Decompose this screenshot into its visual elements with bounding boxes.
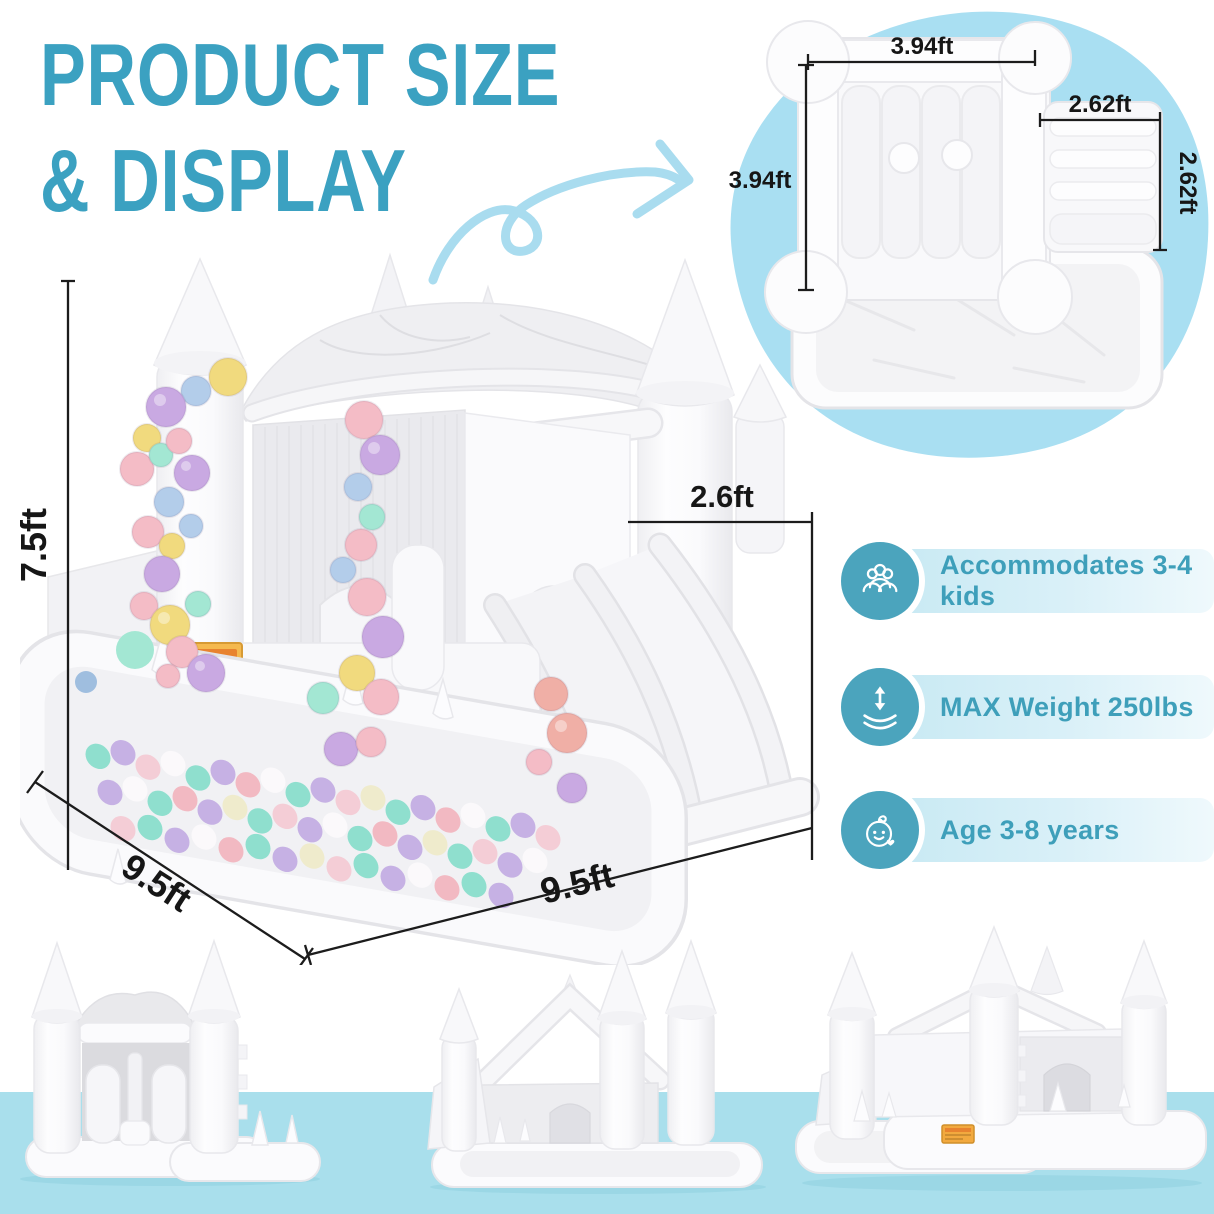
curly-arrow-icon (428, 139, 694, 285)
warning-label-small (941, 1124, 975, 1144)
feature-max-weight: MAX Weight 250lbs (841, 668, 1214, 746)
top-view-slide-width-label: 2.62ft (1069, 91, 1132, 118)
feature-max-weight-label: MAX Weight 250lbs (940, 691, 1194, 722)
feature-age-range-label: Age 3-8 years (940, 814, 1120, 845)
bottom-view-front (20, 938, 321, 1186)
top-view-illustration (764, 20, 1164, 410)
top-view-depth-label: 3.94ft (729, 167, 792, 194)
page-title-line1: PRODUCT SIZE (40, 25, 561, 124)
max-weight-icon (841, 668, 919, 746)
balloon-garland (119, 357, 588, 804)
feature-capacity-band: Accommodates 3-4 kids (880, 549, 1214, 613)
feature-age-range: Age 3-8 years (841, 791, 1214, 869)
page-title: PRODUCT SIZE & DISPLAY (40, 22, 560, 234)
bounce-castle-illustration: 7.5ft 9.5ft 9.5ft 2.6ft (20, 252, 820, 965)
feature-max-weight-band: MAX Weight 250lbs (880, 675, 1214, 739)
main-height-label: 7.5ft (20, 508, 54, 582)
main-product-illustration: 7.5ft 9.5ft 9.5ft 2.6ft (20, 252, 820, 965)
feature-age-range-band: Age 3-8 years (880, 798, 1214, 862)
top-view-dimensions: 3.94ft 3.94ft 2.62ft 2.62ft (729, 33, 1201, 292)
ball-pit (20, 626, 688, 965)
pit-balls (85, 740, 561, 909)
feature-capacity-label: Accommodates 3-4 kids (940, 550, 1193, 611)
top-view-width-label: 3.94ft (891, 33, 954, 60)
baby-face-icon (841, 791, 919, 869)
feature-capacity: Accommodates 3-4 kids (841, 542, 1214, 620)
bottom-view-rear (427, 938, 766, 1194)
main-slide-height-label: 2.6ft (690, 479, 754, 514)
page-title-line2: & DISPLAY (40, 131, 407, 230)
top-view-inset: 3.94ft 3.94ft 2.62ft 2.62ft (729, 11, 1209, 458)
kids-group-icon (841, 542, 919, 620)
bottom-view-side (795, 925, 1207, 1191)
top-view-slide-depth-label: 2.62ft (1174, 152, 1201, 215)
